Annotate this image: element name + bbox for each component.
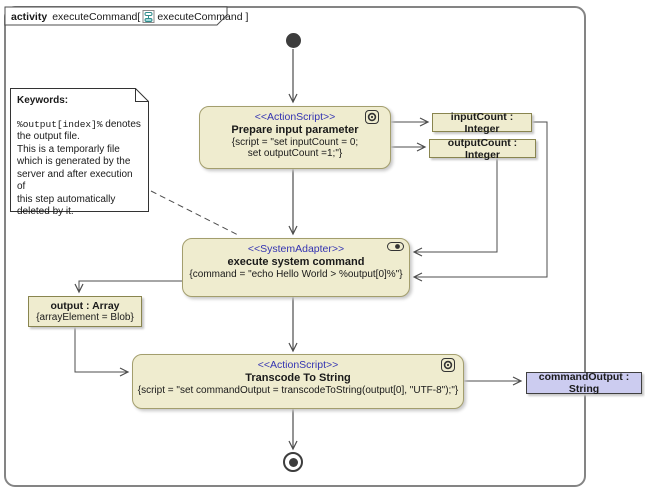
stereotype-label: <<SystemAdapter>> bbox=[247, 243, 345, 255]
final-node[interactable] bbox=[283, 452, 303, 472]
action-prepare-input-parameter[interactable]: <<ActionScript>> Prepare input parameter… bbox=[199, 106, 391, 169]
action-properties: {command = "echo Hello World > %output[0… bbox=[189, 269, 403, 280]
frame-title: activity executeCommand[ executeCommand … bbox=[11, 10, 248, 23]
frame-name: executeCommand[ bbox=[52, 10, 141, 23]
action-name: Transcode To String bbox=[245, 372, 351, 384]
final-node-dot bbox=[288, 457, 298, 467]
action-properties: {script = "set commandOutput = transcode… bbox=[137, 385, 459, 396]
object-output-array[interactable]: output : Array {arrayElement = Blob} bbox=[28, 296, 142, 327]
action-properties: {script = "set inputCount = 0; set outpu… bbox=[231, 137, 359, 159]
keywords-note[interactable]: Keywords: %output[index]% denotes the ou… bbox=[17, 95, 143, 219]
gear-icon bbox=[365, 110, 379, 124]
object-properties: {arrayElement = Blob} bbox=[36, 312, 134, 323]
object-label: inputCount : Integer bbox=[450, 110, 514, 135]
action-execute-system-command[interactable]: <<SystemAdapter>> execute system command… bbox=[182, 238, 410, 297]
gear-icon bbox=[441, 358, 455, 372]
action-name: Prepare input parameter bbox=[231, 124, 359, 136]
flow-execute-to-outputarray bbox=[74, 280, 182, 294]
stereotype-label: <<ActionScript>> bbox=[257, 359, 339, 371]
adapter-toggle-icon bbox=[387, 242, 404, 251]
object-label: output : Array bbox=[50, 300, 120, 312]
note-fold bbox=[135, 88, 149, 102]
object-commandoutput[interactable]: commandOutput : String bbox=[526, 371, 642, 395]
note-heading: Keywords: bbox=[17, 95, 69, 106]
object-outputcount[interactable]: outputCount : Integer bbox=[429, 136, 536, 161]
frame-keyword: activity bbox=[11, 10, 48, 23]
initial-node[interactable] bbox=[286, 33, 301, 48]
object-inputcount[interactable]: inputCount : Integer bbox=[432, 110, 532, 135]
flow-outputarray-to-transcode bbox=[74, 326, 130, 377]
note-anchor-line bbox=[150, 190, 241, 237]
note-body-text: denotes the output file. This is a tempo… bbox=[17, 118, 141, 218]
action-transcode-to-string[interactable]: <<ActionScript>> Transcode To String {sc… bbox=[132, 354, 464, 409]
note-body: %output[index]% denotes the output file.… bbox=[17, 119, 143, 219]
object-label: commandOutput : String bbox=[538, 371, 630, 395]
activity-diagram-icon bbox=[142, 10, 155, 23]
frame-title-tab-shape bbox=[4, 6, 228, 26]
action-name: execute system command bbox=[227, 256, 365, 268]
flow-outputcount-to-execute bbox=[412, 158, 498, 257]
note-code: %output[index]% bbox=[17, 118, 103, 130]
flow-inputcount-to-execute bbox=[412, 121, 548, 282]
frame-ref: executeCommand ] bbox=[157, 10, 249, 23]
stereotype-label: <<ActionScript>> bbox=[254, 111, 336, 123]
note-shape[interactable] bbox=[10, 88, 149, 212]
object-label: outputCount : Integer bbox=[447, 136, 518, 161]
